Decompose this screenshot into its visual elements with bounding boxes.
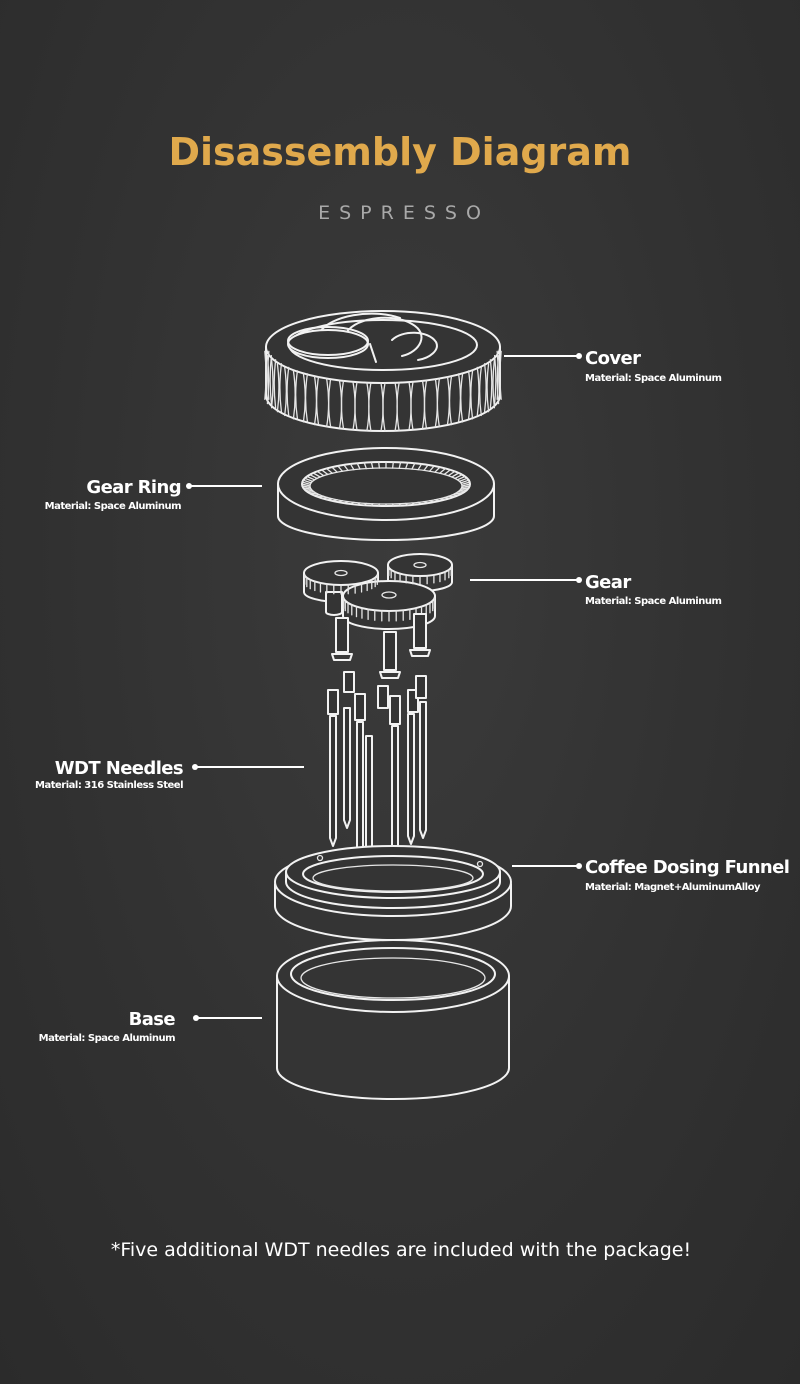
coffee-dosing-funnel-illustration (274, 845, 512, 941)
funnel-material: Material: Magnet+AluminumAlloy (585, 882, 761, 893)
gear-label: Gear Material: Space Aluminum (585, 572, 722, 607)
base-name: Base (129, 1009, 176, 1030)
gear-illustration (303, 553, 453, 630)
gear-ring-label: Gear Ring Material: Space Aluminum (45, 477, 182, 512)
page-subtitle: ESPRESSO (318, 202, 490, 224)
gear-name: Gear (585, 572, 631, 593)
cover-label: Cover Material: Space Aluminum (585, 348, 722, 384)
funnel-name: Coffee Dosing Funnel (585, 857, 789, 878)
footnote: *Five additional WDT needles are include… (111, 1239, 691, 1261)
base-material: Material: Space Aluminum (39, 1033, 175, 1044)
cover-material: Material: Space Aluminum (585, 373, 721, 384)
gear-material: Material: Space Aluminum (585, 596, 721, 607)
page-title: Disassembly Diagram (168, 130, 631, 174)
gear-ring-material: Material: Space Aluminum (45, 501, 181, 512)
gear-ring-illustration (277, 447, 495, 541)
wdt-needles-label: WDT Needles Material: 316 Stainless Stee… (35, 758, 184, 791)
wdt-needles-name: WDT Needles (55, 758, 183, 779)
funnel-label: Coffee Dosing Funnel Material: Magnet+Al… (585, 857, 790, 893)
base-label: Base Material: Space Aluminum (39, 1009, 176, 1044)
cover-name: Cover (585, 348, 641, 369)
wdt-needles-illustration (327, 613, 431, 871)
cover-illustration (264, 310, 502, 432)
gear-ring-name: Gear Ring (86, 477, 181, 498)
callout-lines (186, 353, 582, 1021)
wdt-needles-material: Material: 316 Stainless Steel (35, 780, 183, 791)
base-illustration (276, 939, 510, 1100)
